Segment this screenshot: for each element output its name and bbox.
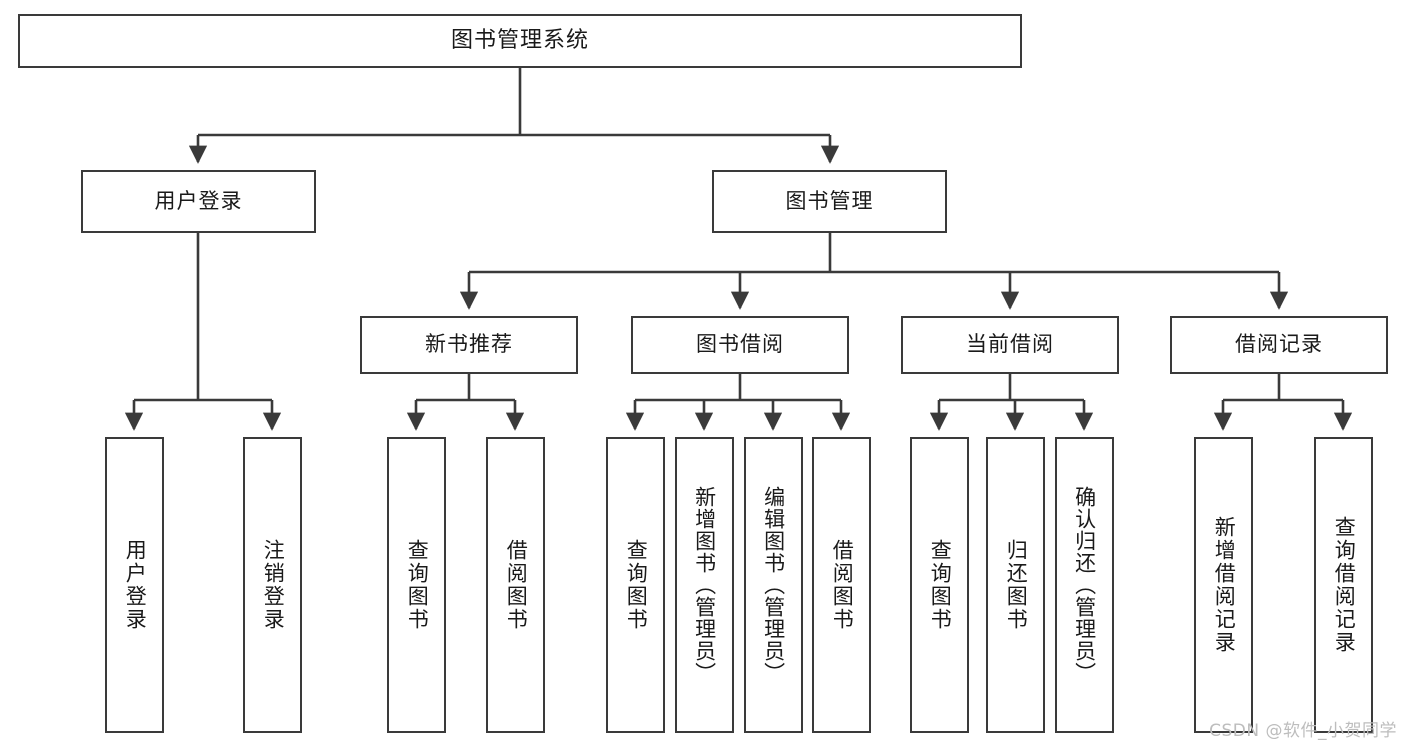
node-leaf-query-record[interactable]: 查询借阅记录 bbox=[1314, 437, 1373, 733]
node-leaf-confirm-return-label: 确认归还（管理员） bbox=[1072, 486, 1097, 684]
node-leaf-logout-label: 注销登录 bbox=[261, 539, 286, 631]
node-leaf-edit-book-label: 编辑图书（管理员） bbox=[761, 486, 786, 684]
node-leaf-borrow-book-2[interactable]: 借阅图书 bbox=[812, 437, 871, 733]
node-borrow-record-label: 借阅记录 bbox=[1235, 332, 1323, 357]
node-leaf-logout[interactable]: 注销登录 bbox=[243, 437, 302, 733]
node-leaf-add-record-label: 新增借阅记录 bbox=[1212, 516, 1237, 654]
node-leaf-return-book-label: 归还图书 bbox=[1004, 539, 1029, 631]
node-leaf-add-record[interactable]: 新增借阅记录 bbox=[1194, 437, 1253, 733]
node-new-book-recommend[interactable]: 新书推荐 bbox=[360, 316, 578, 374]
node-leaf-confirm-return[interactable]: 确认归还（管理员） bbox=[1055, 437, 1114, 733]
node-leaf-add-book-label: 新增图书（管理员） bbox=[692, 486, 717, 684]
node-book-borrow-label: 图书借阅 bbox=[696, 332, 784, 357]
node-leaf-query-book-1-label: 查询图书 bbox=[405, 539, 430, 631]
node-leaf-query-book-2[interactable]: 查询图书 bbox=[606, 437, 665, 733]
node-leaf-query-book-3[interactable]: 查询图书 bbox=[910, 437, 969, 733]
node-leaf-return-book[interactable]: 归还图书 bbox=[986, 437, 1045, 733]
node-leaf-borrow-book-2-label: 借阅图书 bbox=[830, 539, 855, 631]
node-user-login-label: 用户登录 bbox=[154, 188, 243, 213]
node-leaf-borrow-book-1[interactable]: 借阅图书 bbox=[486, 437, 545, 733]
node-root-label: 图书管理系统 bbox=[450, 27, 589, 53]
node-leaf-query-book-1[interactable]: 查询图书 bbox=[387, 437, 446, 733]
node-book-manage[interactable]: 图书管理 bbox=[712, 170, 947, 233]
csdn-watermark: CSDN @软件_小贺同学 bbox=[1209, 721, 1397, 741]
node-leaf-query-record-label: 查询借阅记录 bbox=[1332, 516, 1357, 654]
node-leaf-user-login[interactable]: 用户登录 bbox=[105, 437, 164, 733]
node-borrow-record[interactable]: 借阅记录 bbox=[1170, 316, 1388, 374]
node-leaf-edit-book[interactable]: 编辑图书（管理员） bbox=[744, 437, 803, 733]
node-book-manage-label: 图书管理 bbox=[785, 188, 874, 213]
node-leaf-query-book-3-label: 查询图书 bbox=[928, 539, 953, 631]
node-leaf-borrow-book-1-label: 借阅图书 bbox=[504, 539, 529, 631]
node-leaf-add-book[interactable]: 新增图书（管理员） bbox=[675, 437, 734, 733]
node-new-book-recommend-label: 新书推荐 bbox=[425, 332, 513, 357]
node-root-system[interactable]: 图书管理系统 bbox=[18, 14, 1022, 68]
node-book-borrow[interactable]: 图书借阅 bbox=[631, 316, 849, 374]
node-current-borrow[interactable]: 当前借阅 bbox=[901, 316, 1119, 374]
node-leaf-user-login-label: 用户登录 bbox=[123, 539, 148, 631]
node-current-borrow-label: 当前借阅 bbox=[966, 332, 1054, 357]
node-user-login[interactable]: 用户登录 bbox=[81, 170, 316, 233]
node-leaf-query-book-2-label: 查询图书 bbox=[624, 539, 649, 631]
